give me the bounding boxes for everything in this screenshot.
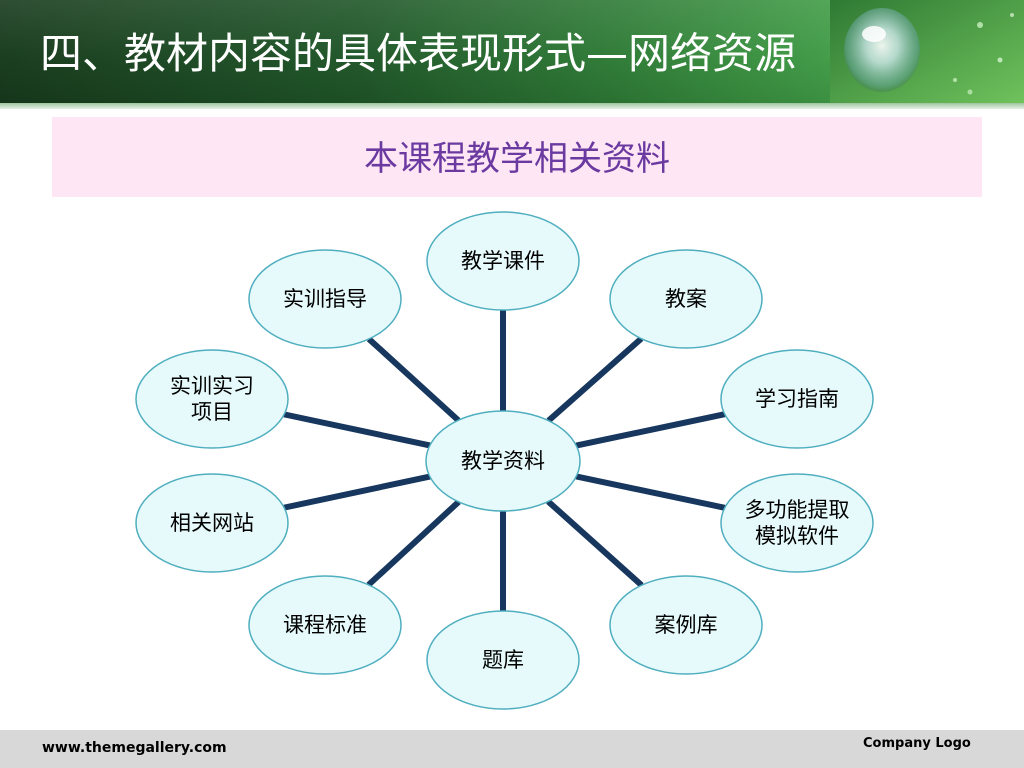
connector-xuexi bbox=[575, 411, 726, 449]
node-label-anli: 案例库 bbox=[655, 613, 718, 637]
node-biaozhun bbox=[248, 575, 402, 675]
node-label-center: 教学资料 bbox=[461, 449, 545, 473]
footer-bar: www.themegallery.com Company Logo bbox=[0, 730, 1024, 768]
node-label-moni: 模拟软件 bbox=[755, 524, 839, 548]
connector-xiangmu bbox=[283, 411, 431, 449]
node-label-kejian: 教学课件 bbox=[461, 249, 545, 273]
connector-zhidao bbox=[366, 336, 461, 423]
node-wangzhan bbox=[135, 473, 289, 573]
node-kejian bbox=[426, 211, 580, 311]
diagram-title-banner: 本课程教学相关资料 bbox=[52, 117, 982, 197]
connector-biaozhun bbox=[366, 499, 461, 588]
node-anli bbox=[609, 575, 763, 675]
node-label-biaozhun: 课程标准 bbox=[283, 613, 367, 637]
node-label-xuexi: 学习指南 bbox=[755, 387, 839, 411]
node-label-moni: 多功能提取 bbox=[745, 498, 850, 522]
node-label-xiangmu: 项目 bbox=[191, 400, 233, 424]
node-label-xiangmu: 实训实习 bbox=[170, 374, 254, 398]
page-title: 四、教材内容的具体表现形式—网络资源 bbox=[40, 29, 797, 78]
node-tiku bbox=[426, 610, 580, 710]
connector-wangzhan bbox=[283, 473, 431, 511]
node-jiaoan bbox=[609, 249, 763, 349]
connector-anli bbox=[546, 499, 644, 588]
node-xuexi bbox=[720, 349, 874, 449]
node-label-tiku: 题库 bbox=[482, 648, 524, 672]
water-drop-decoration bbox=[830, 0, 1024, 103]
connector-jiaoan bbox=[546, 336, 644, 423]
node-xiangmu bbox=[135, 349, 289, 449]
diagram-title: 本课程教学相关资料 bbox=[364, 139, 670, 179]
header-bar: 四、教材内容的具体表现形式—网络资源 bbox=[0, 0, 1024, 103]
connector-moni bbox=[575, 473, 726, 511]
company-logo: Company Logo bbox=[863, 736, 971, 751]
header-gloss bbox=[0, 0, 860, 103]
node-label-jiaoan: 教案 bbox=[665, 287, 707, 311]
header-divider bbox=[0, 103, 1024, 109]
footer-url: www.themegallery.com bbox=[42, 740, 227, 756]
node-center bbox=[425, 410, 581, 512]
node-moni bbox=[720, 473, 874, 573]
node-label-wangzhan: 相关网站 bbox=[170, 511, 254, 535]
node-label-zhidao: 实训指导 bbox=[283, 287, 367, 311]
node-zhidao bbox=[248, 249, 402, 349]
